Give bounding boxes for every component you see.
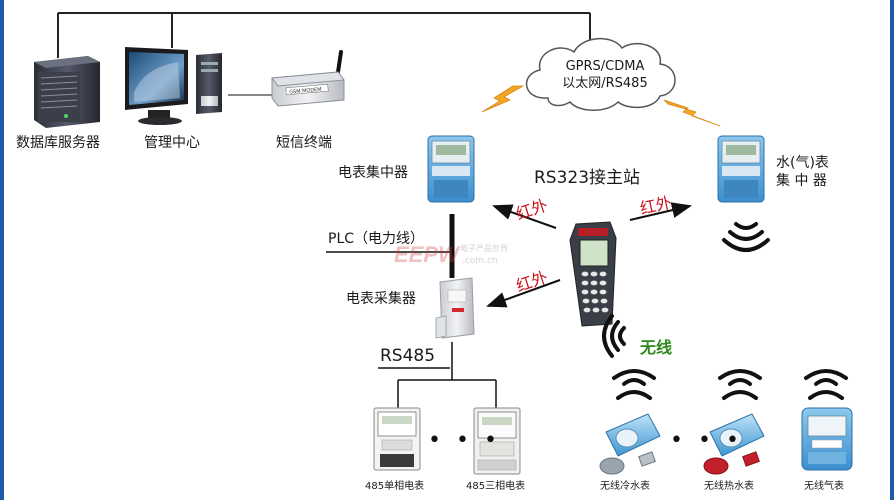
- cold-water-meter-icon: [599, 413, 661, 475]
- gas-meter-label: 无线气表: [804, 481, 844, 492]
- wireless-label: 无线: [640, 338, 673, 357]
- cloud-line-1: GPRS/CDMA: [565, 59, 645, 74]
- cloud-line-2: 以太网/RS485: [562, 76, 648, 91]
- rs485-bus-lines: [378, 342, 497, 408]
- rs485-label: RS485: [380, 346, 436, 366]
- server-icon: [34, 56, 100, 128]
- watermark-cn: 电子产品世界: [460, 243, 508, 253]
- water-concentrator-line-1: 水(气)表: [776, 155, 829, 171]
- wireless-wave-cold-water-icon: [612, 369, 656, 400]
- electric-concentrator-label: 电表集中器: [338, 165, 408, 181]
- ellipsis-electric: • • •: [428, 428, 501, 453]
- cloud-label: GPRS/CDMA 以太网/RS485: [550, 58, 660, 92]
- server-label: 数据库服务器: [16, 135, 100, 151]
- plc-line: [326, 214, 455, 278]
- three-phase-meter-icon: [473, 407, 521, 475]
- left-edge-bar: [0, 0, 4, 500]
- three-phase-meter-label: 485三相电表: [466, 481, 526, 492]
- infrared-arrows: [486, 202, 692, 308]
- management-computer-icon: [125, 47, 222, 125]
- management-label: 管理中心: [144, 135, 200, 151]
- handheld-terminal-icon: [569, 221, 617, 327]
- single-phase-meter-label: 485单相电表: [365, 481, 425, 492]
- electric-concentrator-icon: [427, 135, 475, 203]
- hot-water-meter-label: 无线热水表: [704, 481, 754, 492]
- cold-water-meter-label: 无线冷水表: [600, 481, 650, 492]
- ellipsis-water: • • •: [670, 428, 743, 453]
- right-edge-bar: [890, 0, 894, 500]
- hot-water-meter-icon: [703, 413, 765, 475]
- single-phase-meter-icon: [373, 407, 421, 471]
- sms-label: 短信终端: [276, 135, 332, 151]
- gas-meter-icon: [801, 407, 853, 471]
- water-concentrator-label: 水(气)表 集 中 器: [776, 154, 829, 190]
- collector-label: 电表采集器: [346, 291, 416, 307]
- plc-label: PLC（电力线）: [328, 231, 425, 247]
- watermark-brand: EEPW: [394, 242, 461, 267]
- lightning-right-icon: [663, 99, 721, 127]
- collector-icon: [435, 277, 475, 339]
- wireless-wave-handheld-icon: [602, 314, 626, 358]
- eepw-watermark: EEPW 电子产品世界 .com.cn: [394, 242, 508, 267]
- water-concentrator-line-2: 集 中 器: [776, 173, 827, 189]
- wireless-wave-concentrator-icon: [722, 222, 770, 252]
- water-concentrator-icon: [717, 135, 765, 203]
- handheld-title: RS323接主站: [534, 168, 641, 188]
- wireless-wave-gas-icon: [804, 369, 848, 400]
- sms-modem-icon: [271, 50, 345, 107]
- network-cloud: [525, 37, 676, 111]
- watermark-url: .com.cn: [462, 256, 498, 266]
- lightning-left-icon: [481, 85, 525, 113]
- wireless-wave-hot-water-icon: [718, 369, 762, 400]
